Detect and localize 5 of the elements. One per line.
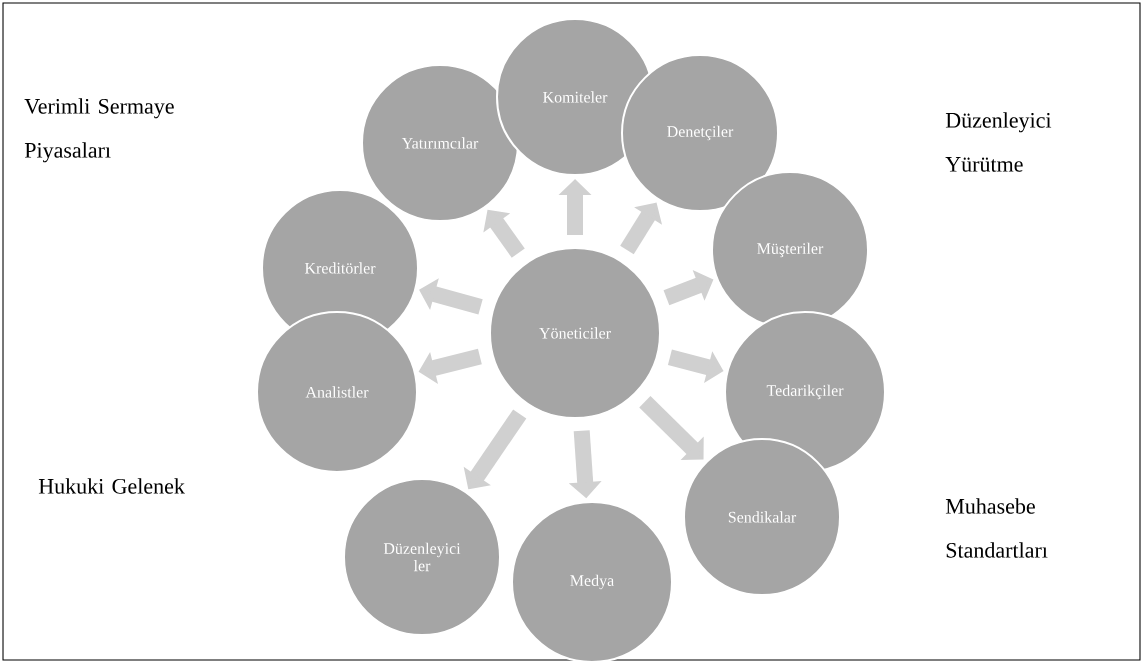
corner-label: Hukuki Gelenek [38,478,185,494]
corner-label: Muhasebe Standartları [945,498,1048,558]
corner-label: Düzenleyici Yürütme [945,112,1052,172]
corner-label: Verimli Sermaye Piyasaları [24,98,174,163]
block-arrow [639,396,704,460]
